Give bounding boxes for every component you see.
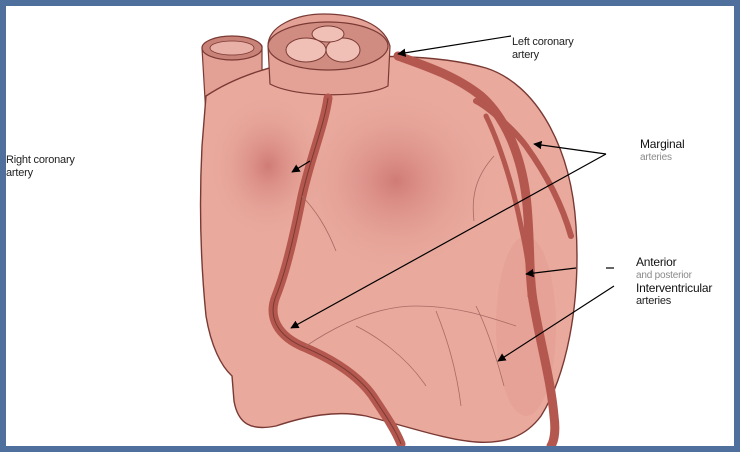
heart-diagram [6, 6, 734, 446]
right-coronary-label: Right coronary artery [6, 154, 75, 180]
left-coronary-label-line2: artery [512, 49, 574, 62]
heart-body [201, 56, 577, 442]
diagram-panel: Right coronary artery Left coronary arte… [6, 6, 734, 446]
arrow-left-coronary [398, 36, 511, 54]
interventricular-label-line1: Anterior [636, 256, 712, 269]
marginal-label-line1: Marginal [640, 138, 684, 151]
interventricular-label-line3: Interventricular [636, 282, 712, 295]
left-coronary-label-line1: Left coronary [512, 36, 574, 49]
pulmonary-trunk [268, 14, 390, 95]
interventricular-label-line4: arteries [636, 295, 712, 308]
marginal-label: Marginal arteries [640, 138, 684, 164]
marginal-label-line2: arteries [640, 151, 684, 164]
right-coronary-label-line1: Right coronary [6, 154, 75, 167]
left-coronary-label: Left coronary artery [512, 36, 574, 62]
right-coronary-label-line2: artery [6, 167, 75, 180]
interventricular-label: Anterior and posterior Interventricular … [636, 256, 712, 308]
